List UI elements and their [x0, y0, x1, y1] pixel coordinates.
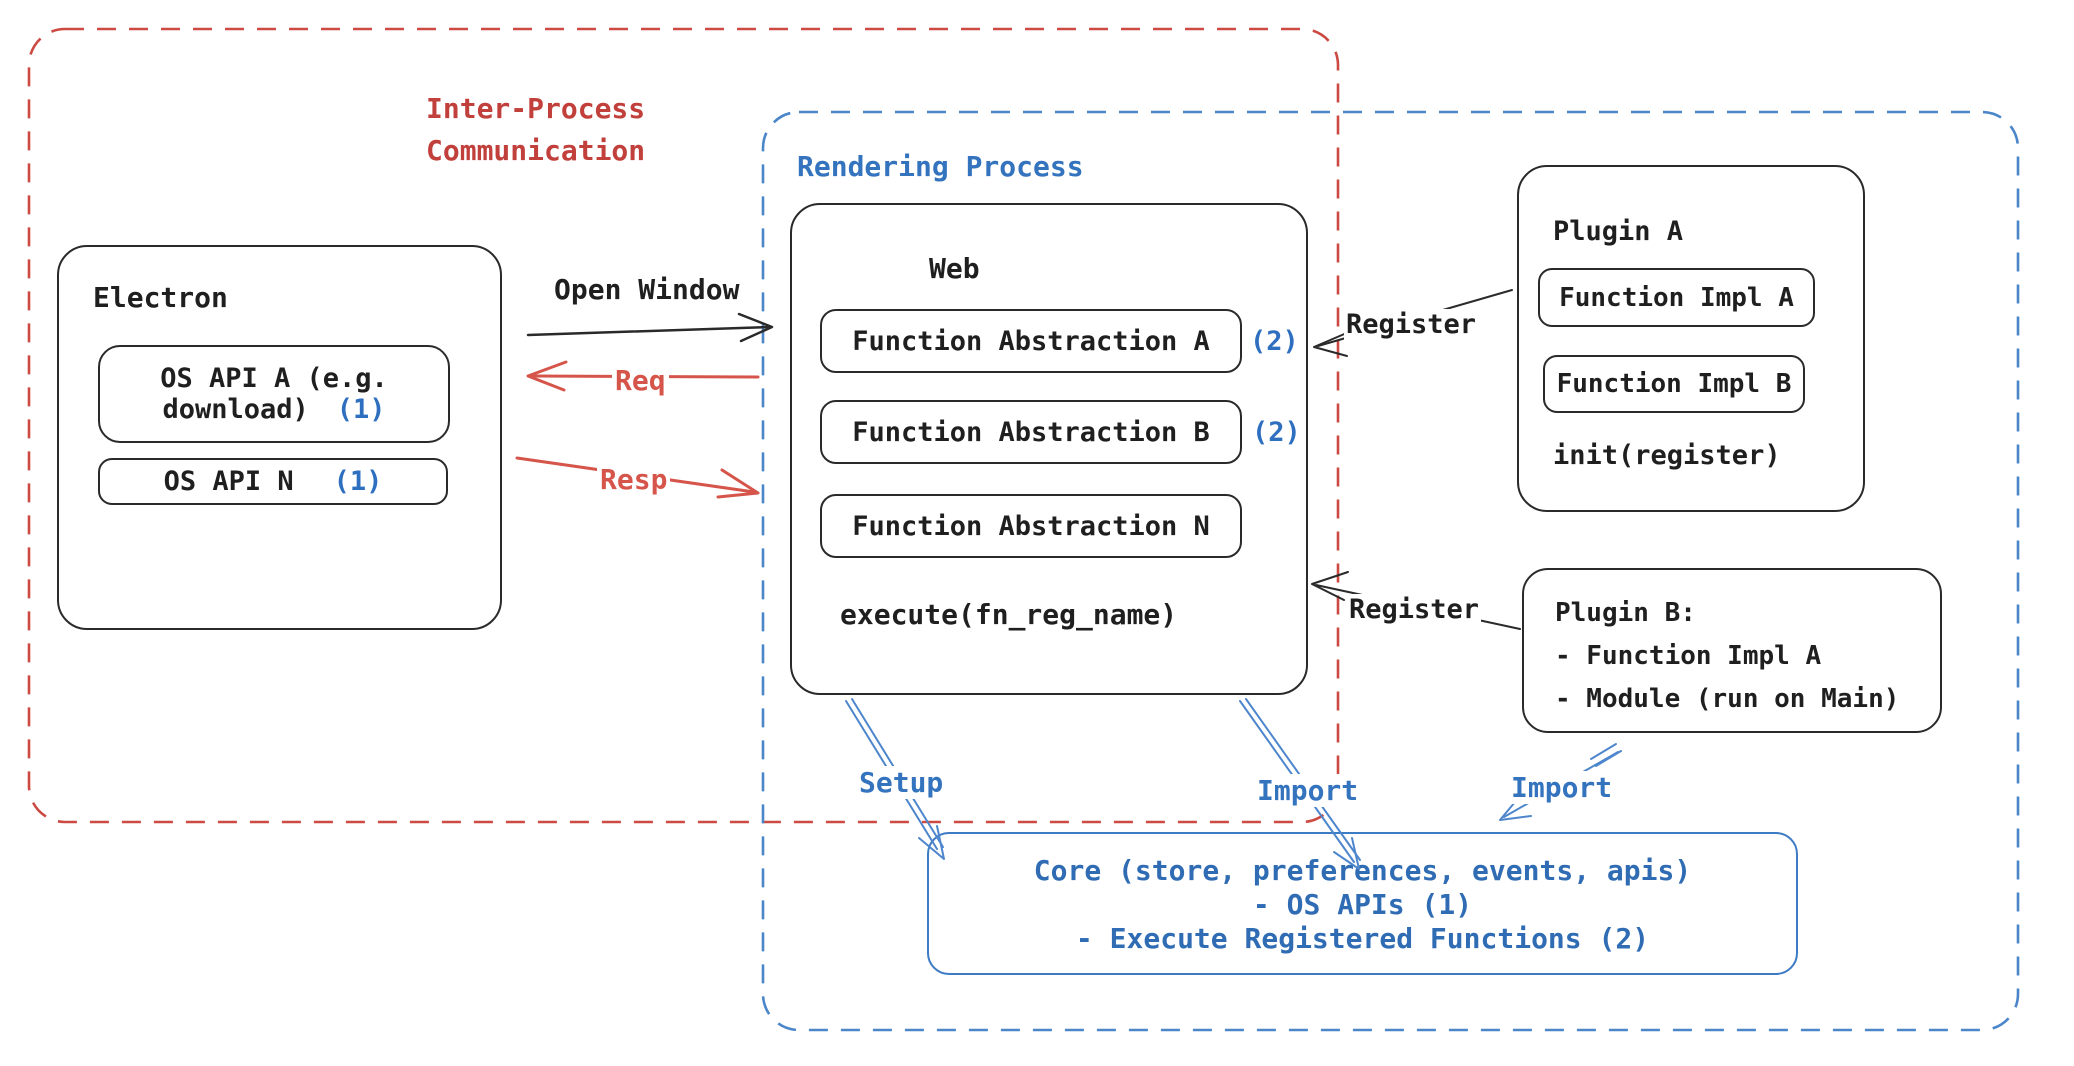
plugin-a-init-label: init(register): [1553, 440, 1781, 471]
plugin-b-text: Plugin B: - Function Impl A - Module (ru…: [1555, 592, 1899, 721]
function-abstraction-a-box: Function Abstraction A: [820, 309, 1242, 373]
function-abstraction-n-label: Function Abstraction N: [852, 510, 1210, 542]
web-title: Web: [929, 252, 980, 285]
os-api-a-line1: OS API A (e.g.: [160, 363, 388, 394]
register-bottom-connector-head: [1311, 571, 1349, 601]
os-api-n-box: OS API N (1): [98, 458, 448, 505]
ipc-title-line2: Communication: [426, 134, 646, 167]
resp-label: Resp: [597, 463, 671, 496]
os-api-a-line2: download): [162, 394, 309, 425]
plugin-b-title: Plugin B:: [1555, 598, 1696, 628]
open-window-label: Open Window: [551, 273, 743, 306]
core-line2: - OS APIs (1): [1252, 888, 1473, 921]
electron-title: Electron: [93, 281, 228, 314]
import-plugin-arrow-tail-2: [1590, 743, 1617, 760]
import-plugin-label: Import: [1508, 771, 1616, 804]
function-abstraction-a-badge: (2): [1250, 325, 1299, 357]
plugin-a-title: Plugin A: [1553, 216, 1684, 247]
resp-arrow-head: [716, 468, 760, 499]
function-abstraction-row-n: Function Abstraction N: [820, 494, 1252, 558]
core-box: Core (store, preferences, events, apis) …: [927, 832, 1798, 975]
function-abstraction-b-box: Function Abstraction B: [820, 400, 1242, 464]
req-label: Req: [612, 364, 669, 397]
import-web-label: Import: [1254, 774, 1362, 807]
plugin-a-impl-b-box: Function Impl B: [1543, 355, 1805, 413]
ipc-title-line1: Inter-Process: [426, 92, 646, 125]
function-abstraction-row-a: Function Abstraction A (2): [820, 309, 1299, 373]
os-api-n-label: OS API N: [163, 466, 294, 497]
function-abstraction-b-badge: (2): [1252, 416, 1301, 448]
rendering-region-title: Rendering Process: [797, 150, 1084, 183]
execute-label: execute(fn_reg_name): [840, 598, 1178, 631]
import-plugin-arrow-tail-1: [1595, 750, 1622, 767]
function-abstraction-b-label: Function Abstraction B: [852, 416, 1210, 448]
open-window-arrow-shaft: [526, 325, 772, 337]
req-arrow-head: [526, 360, 568, 392]
open-window-arrow-head: [737, 312, 774, 343]
os-api-a-line2-row: download) (1): [162, 394, 385, 425]
core-line1: Core (store, preferences, events, apis): [1033, 854, 1692, 887]
function-abstraction-n-box: Function Abstraction N: [820, 494, 1242, 558]
os-api-a-badge: (1): [336, 394, 386, 425]
core-line3: - Execute Registered Functions (2): [1075, 922, 1650, 955]
register-top-label: Register: [1344, 309, 1479, 340]
plugin-b-item-function-impl: - Function Impl A: [1555, 641, 1822, 671]
setup-label: Setup: [856, 766, 947, 799]
plugin-a-impl-a-box: Function Impl A: [1538, 268, 1815, 327]
plugin-a-impl-a-label: Function Impl A: [1559, 282, 1794, 313]
plugin-b-item-module: - Module (run on Main): [1555, 684, 1900, 714]
os-api-n-badge: (1): [333, 466, 383, 497]
os-api-a-box: OS API A (e.g. download) (1): [98, 345, 450, 443]
function-abstraction-row-b: Function Abstraction B (2): [820, 400, 1301, 464]
register-bottom-label: Register: [1347, 594, 1482, 625]
plugin-a-impl-b-label: Function Impl B: [1556, 369, 1792, 399]
function-abstraction-a-label: Function Abstraction A: [852, 325, 1210, 357]
